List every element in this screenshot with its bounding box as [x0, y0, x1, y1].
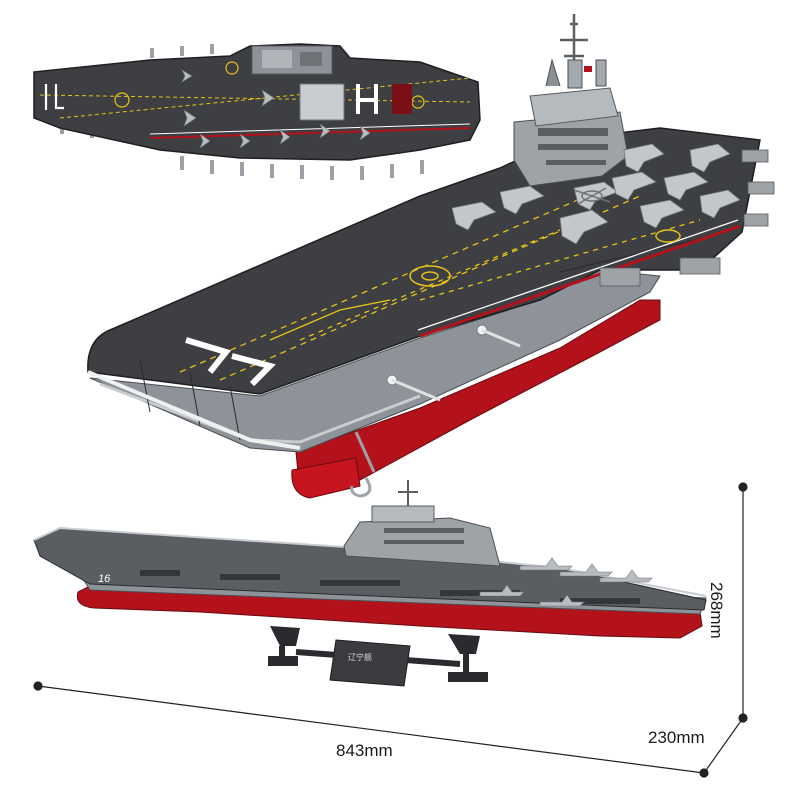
- perspective-runway-markings: [179, 185, 741, 381]
- side-view-carrier: 16 辽宁舰: [33, 480, 707, 687]
- perspective-island: [513, 14, 629, 187]
- perspective-deck-posts: [386, 324, 521, 402]
- width-dimension-label: 230mm: [648, 728, 705, 747]
- perspective-hull-highlight: [99, 382, 421, 444]
- length-dimension-label: 843mm: [336, 741, 393, 760]
- top-view-hull-number: [44, 84, 64, 110]
- stand-plaque: [329, 639, 411, 687]
- perspective-bow-edge: [87, 370, 301, 450]
- side-view-aircraft: [479, 557, 653, 607]
- length-dimension-line: [37, 685, 705, 774]
- width-end-point: [738, 713, 748, 723]
- stand-plaque-label: 辽宁舰: [348, 652, 372, 662]
- top-view-landing-circle: [225, 61, 239, 75]
- height-dimension-label: 268mm: [707, 582, 726, 639]
- anchor-icon: [350, 431, 376, 498]
- top-view-aircraft: [181, 69, 371, 149]
- height-top-point: [738, 482, 748, 492]
- side-view-island: [343, 480, 501, 567]
- helicopter-icon: [573, 187, 611, 205]
- top-view-island: [251, 45, 333, 75]
- dimension-lines: [33, 482, 748, 778]
- mast-icon: [560, 14, 588, 88]
- width-dimension-line: [703, 717, 744, 774]
- side-view-red-hull: [76, 585, 703, 639]
- top-view-carrier: [33, 43, 481, 180]
- perspective-view-carrier: [87, 14, 775, 499]
- side-view-mast-icon: [398, 480, 418, 506]
- perspective-grey-hull: [89, 269, 661, 453]
- length-start-point: [33, 681, 43, 691]
- perspective-hull-number: [185, 337, 276, 387]
- side-view-hull-number: 16: [98, 573, 111, 585]
- top-view-landing-circle: [114, 92, 130, 108]
- perspective-landing-circle: [409, 229, 681, 287]
- display-stand: [268, 626, 488, 687]
- corner-point: [699, 768, 709, 778]
- top-view-elevators: [299, 83, 412, 121]
- perspective-sponsons: [599, 149, 775, 287]
- top-view-white-edge: [149, 123, 471, 135]
